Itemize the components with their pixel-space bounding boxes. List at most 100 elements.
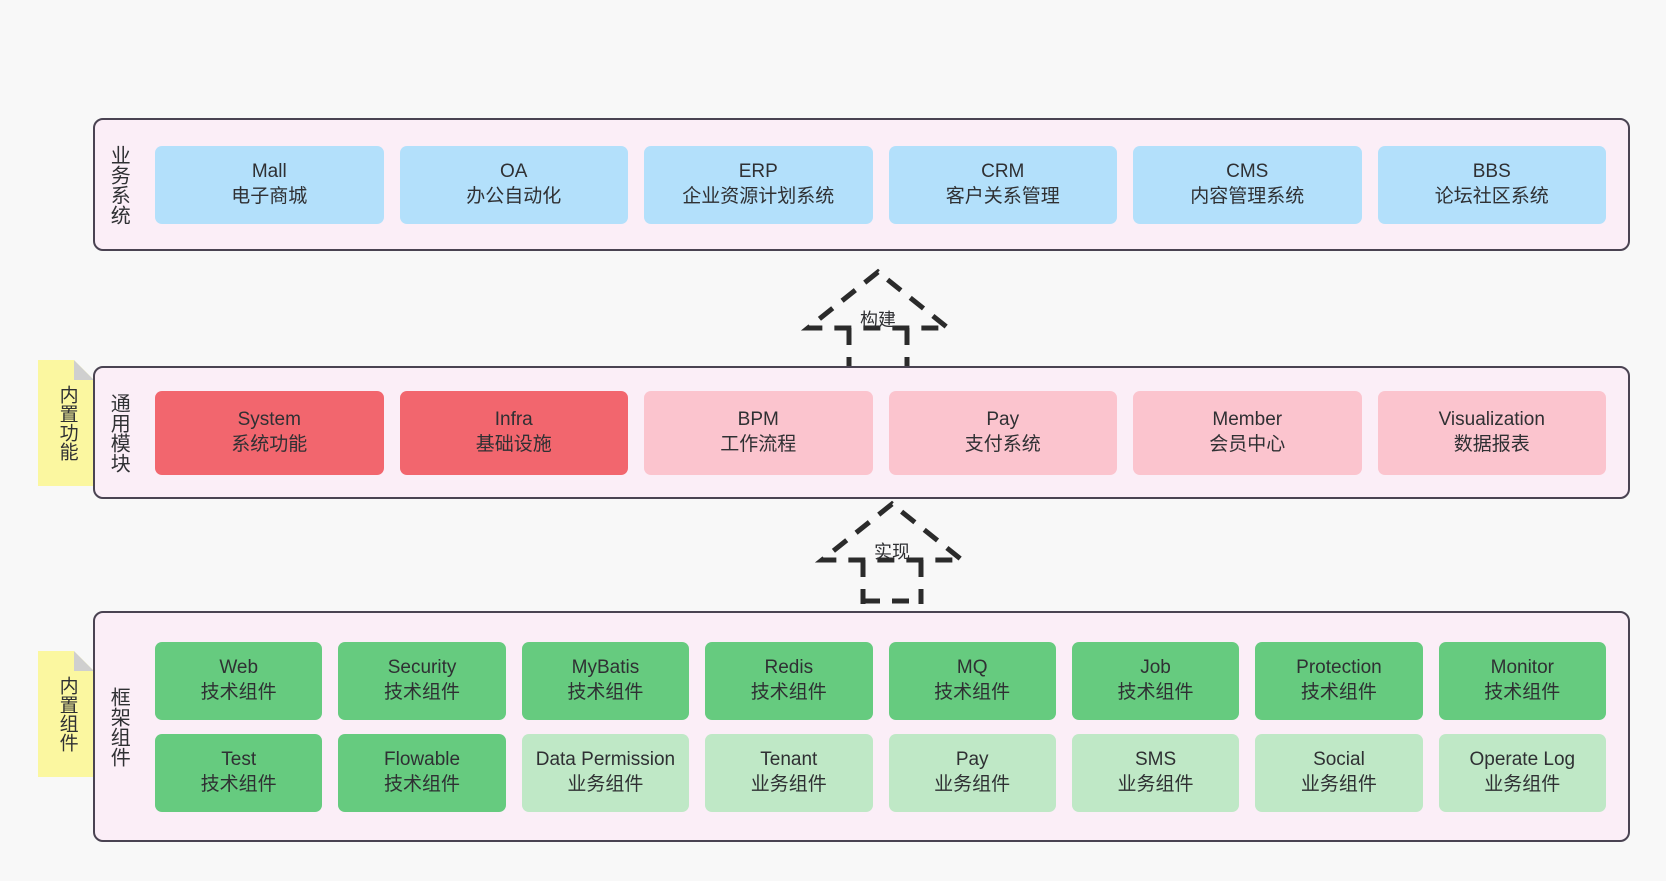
note-fold-corner-icon <box>74 651 94 671</box>
card-social-en: Social <box>1313 748 1365 770</box>
card-mybatis-cn: 技术组件 <box>567 681 644 703</box>
card-sms-en: SMS <box>1134 748 1177 770</box>
card-visualization-en: Visualization <box>1438 408 1545 430</box>
card-member[interactable]: Member 会员中心 <box>1133 390 1362 475</box>
card-web-cn: 技术组件 <box>200 681 277 703</box>
connector-build: 构建 <box>798 268 958 372</box>
card-operate-log[interactable]: Operate Log 业务组件 <box>1438 733 1606 812</box>
card-cms-en: CMS <box>1226 160 1269 182</box>
card-job[interactable]: Job 技术组件 <box>1071 641 1240 720</box>
card-social-cn: 业务组件 <box>1300 773 1377 795</box>
card-sms-cn: 业务组件 <box>1117 773 1194 795</box>
card-monitor[interactable]: Monitor 技术组件 <box>1438 641 1606 720</box>
card-operate-log-cn: 业务组件 <box>1484 773 1561 795</box>
card-protection-en: Protection <box>1296 656 1382 678</box>
card-system[interactable]: System 系统功能 <box>155 390 384 475</box>
card-mybatis[interactable]: MyBatis 技术组件 <box>521 641 690 720</box>
card-cms[interactable]: CMS 内容管理系统 <box>1133 145 1362 224</box>
card-data-permission-cn: 业务组件 <box>567 773 644 795</box>
card-infra-cn: 基础设施 <box>475 433 552 455</box>
card-test[interactable]: Test 技术组件 <box>155 733 323 812</box>
layer-modules-body: System 系统功能 Infra 基础设施 BPM 工作流程 Pay 支付系统… <box>141 368 1628 497</box>
framework-card-row-2: Test 技术组件 Flowable 技术组件 Data Permission … <box>147 733 1614 812</box>
framework-card-row-1: Web 技术组件 Security 技术组件 MyBatis 技术组件 Redi… <box>147 641 1614 720</box>
card-bpm-en: BPM <box>737 408 779 430</box>
card-erp-en: ERP <box>738 160 778 182</box>
card-job-en: Job <box>1140 656 1171 678</box>
card-visualization-cn: 数据报表 <box>1453 433 1530 455</box>
card-data-permission-en: Data Permission <box>535 748 676 770</box>
note-builtin-features-label: 内置功能 <box>56 385 78 461</box>
card-bbs-en: BBS <box>1472 160 1511 182</box>
card-tenant-cn: 业务组件 <box>750 773 827 795</box>
layer-framework-title: 框架组件 <box>107 686 130 767</box>
card-mq-cn: 技术组件 <box>934 681 1011 703</box>
card-mq-en: MQ <box>956 656 988 678</box>
card-mybatis-en: MyBatis <box>571 656 640 678</box>
card-oa-cn: 办公自动化 <box>466 185 562 207</box>
card-infra[interactable]: Infra 基础设施 <box>399 390 628 475</box>
card-data-permission[interactable]: Data Permission 业务组件 <box>521 733 690 812</box>
card-crm-en: CRM <box>981 160 1025 182</box>
card-mq[interactable]: MQ 技术组件 <box>888 641 1056 720</box>
layer-business-title: 业务系统 <box>107 144 130 225</box>
layer-common-modules: 通用模块 System 系统功能 Infra 基础设施 BPM 工作流程 Pay <box>93 366 1630 499</box>
card-crm-cn: 客户关系管理 <box>945 185 1060 207</box>
card-oa[interactable]: OA 办公自动化 <box>399 145 628 224</box>
card-member-cn: 会员中心 <box>1209 433 1286 455</box>
card-pay-component[interactable]: Pay 业务组件 <box>888 733 1056 812</box>
card-sms[interactable]: SMS 业务组件 <box>1071 733 1240 812</box>
card-erp-cn: 企业资源计划系统 <box>682 185 835 207</box>
note-builtin-components: 内置组件 <box>38 651 94 777</box>
card-mall-en: Mall <box>251 160 287 182</box>
connector-build-label: 构建 <box>860 310 896 330</box>
layer-modules-title: 通用模块 <box>107 392 130 473</box>
card-pay-component-cn: 业务组件 <box>934 773 1011 795</box>
card-redis-cn: 技术组件 <box>750 681 827 703</box>
card-test-en: Test <box>221 748 257 770</box>
business-card-row: Mall 电子商城 OA 办公自动化 ERP 企业资源计划系统 CRM 客户关系… <box>147 145 1614 224</box>
layer-business-systems: 业务系统 Mall 电子商城 OA 办公自动化 ERP 企业资源计划系统 CRM <box>93 118 1630 251</box>
card-crm[interactable]: CRM 客户关系管理 <box>888 145 1117 224</box>
layer-business-body: Mall 电子商城 OA 办公自动化 ERP 企业资源计划系统 CRM 客户关系… <box>141 120 1628 249</box>
card-monitor-en: Monitor <box>1490 656 1554 678</box>
card-pay-module[interactable]: Pay 支付系统 <box>888 390 1117 475</box>
card-pay-module-en: Pay <box>986 408 1020 430</box>
connector-implement-label: 实现 <box>874 542 910 562</box>
layer-framework-body: Web 技术组件 Security 技术组件 MyBatis 技术组件 Redi… <box>141 613 1628 840</box>
card-web-en: Web <box>219 656 259 678</box>
card-flowable[interactable]: Flowable 技术组件 <box>338 733 506 812</box>
card-web[interactable]: Web 技术组件 <box>155 641 323 720</box>
connector-shaft-icon <box>860 560 924 604</box>
card-flowable-cn: 技术组件 <box>384 773 461 795</box>
card-oa-en: OA <box>500 160 528 182</box>
card-social[interactable]: Social 业务组件 <box>1255 733 1423 812</box>
card-system-cn: 系统功能 <box>231 433 308 455</box>
card-infra-en: Infra <box>494 408 533 430</box>
generalization-triangle-icon <box>800 268 956 331</box>
card-bbs[interactable]: BBS 论坛社区系统 <box>1377 145 1606 224</box>
card-visualization[interactable]: Visualization 数据报表 <box>1377 390 1606 475</box>
card-member-en: Member <box>1212 408 1283 430</box>
connector-implement-shape <box>814 500 970 604</box>
generalization-triangle-icon <box>814 500 970 563</box>
card-protection-cn: 技术组件 <box>1300 681 1377 703</box>
card-security-cn: 技术组件 <box>384 681 461 703</box>
card-erp[interactable]: ERP 企业资源计划系统 <box>644 145 873 224</box>
card-pay-module-cn: 支付系统 <box>964 433 1041 455</box>
card-security-en: Security <box>387 656 457 678</box>
card-protection[interactable]: Protection 技术组件 <box>1255 641 1423 720</box>
card-cms-cn: 内容管理系统 <box>1190 185 1305 207</box>
card-flowable-en: Flowable <box>384 748 461 770</box>
framework-card-rows: Web 技术组件 Security 技术组件 MyBatis 技术组件 Redi… <box>147 641 1614 812</box>
card-bpm[interactable]: BPM 工作流程 <box>644 390 873 475</box>
card-tenant[interactable]: Tenant 业务组件 <box>705 733 873 812</box>
note-builtin-components-label: 内置组件 <box>56 676 78 752</box>
card-redis[interactable]: Redis 技术组件 <box>705 641 873 720</box>
card-mall[interactable]: Mall 电子商城 <box>155 145 384 224</box>
card-security[interactable]: Security 技术组件 <box>338 641 506 720</box>
card-test-cn: 技术组件 <box>200 773 277 795</box>
card-bpm-cn: 工作流程 <box>720 433 797 455</box>
card-tenant-en: Tenant <box>760 748 818 770</box>
